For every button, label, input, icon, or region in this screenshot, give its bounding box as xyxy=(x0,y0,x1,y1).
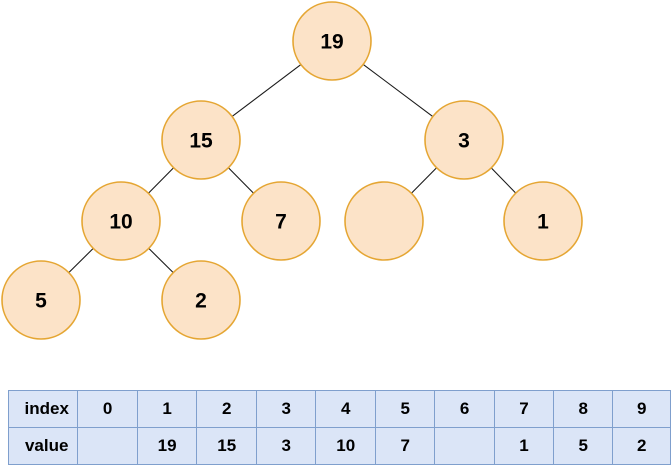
tree-node[interactable]: 1 xyxy=(503,181,583,261)
table-row-header: index xyxy=(7,390,79,428)
tree-node-circle[interactable] xyxy=(424,100,504,180)
table-cell: 5 xyxy=(553,427,614,465)
tree-node[interactable]: 10 xyxy=(81,181,161,261)
table-cell: 0 xyxy=(77,390,138,428)
table-cell: 8 xyxy=(553,390,614,428)
tree-node[interactable]: 7 xyxy=(241,181,321,261)
tree-node[interactable]: 3 xyxy=(424,100,504,180)
tree-node[interactable]: 15 xyxy=(161,100,241,180)
tree-node-circle[interactable] xyxy=(1,260,81,340)
table-cell: 2 xyxy=(196,390,258,428)
tree-node-circle[interactable] xyxy=(161,260,241,340)
table-cell xyxy=(434,427,495,465)
table-cell: 19 xyxy=(136,427,198,465)
table-cell: 3 xyxy=(256,390,317,428)
table-cell: 6 xyxy=(434,390,495,428)
table-row-header: value xyxy=(7,427,79,465)
table-cell: 4 xyxy=(315,390,377,428)
table-cell: 3 xyxy=(256,427,317,465)
table-cell: 10 xyxy=(315,427,377,465)
tree-edge xyxy=(490,167,517,194)
tree-node-circle[interactable] xyxy=(81,181,161,261)
tree-node[interactable] xyxy=(344,181,424,261)
table-cell: 7 xyxy=(375,427,436,465)
tree-edge xyxy=(362,63,434,118)
table-cell: 1 xyxy=(493,427,555,465)
table-cell: 9 xyxy=(612,390,671,428)
tree-edge xyxy=(148,167,174,194)
tree-node-label: 2 xyxy=(195,290,207,313)
tree-node-label: 15 xyxy=(189,130,213,153)
tree-node-circle[interactable] xyxy=(161,100,241,180)
tree-node-circle[interactable] xyxy=(344,181,424,261)
tree-edge xyxy=(68,248,94,273)
table-cell: 1 xyxy=(136,390,198,428)
tree-node-circle[interactable] xyxy=(241,181,321,261)
table-cell: 7 xyxy=(493,390,555,428)
tree-node-label: 10 xyxy=(109,211,132,234)
table-cell: 5 xyxy=(375,390,436,428)
tree-node-label: 7 xyxy=(275,211,287,234)
tree-node-label: 1 xyxy=(537,211,549,234)
tree-node-circle[interactable] xyxy=(292,1,372,81)
table-cell: 15 xyxy=(196,427,258,465)
tree-node-label: 19 xyxy=(320,31,343,54)
tree-edge xyxy=(228,167,254,194)
tree-edge xyxy=(148,248,174,273)
table-cell xyxy=(77,427,138,465)
tree-node[interactable]: 2 xyxy=(161,260,241,340)
tree-node[interactable]: 19 xyxy=(292,1,372,81)
tree-node-label: 5 xyxy=(35,290,47,313)
table-cell: 2 xyxy=(612,427,671,465)
tree-node-label: 3 xyxy=(458,130,470,153)
tree-edge xyxy=(411,167,437,194)
tree-node[interactable]: 5 xyxy=(1,260,81,340)
tree-edge xyxy=(231,64,302,117)
tree-node-circle[interactable] xyxy=(503,181,583,261)
